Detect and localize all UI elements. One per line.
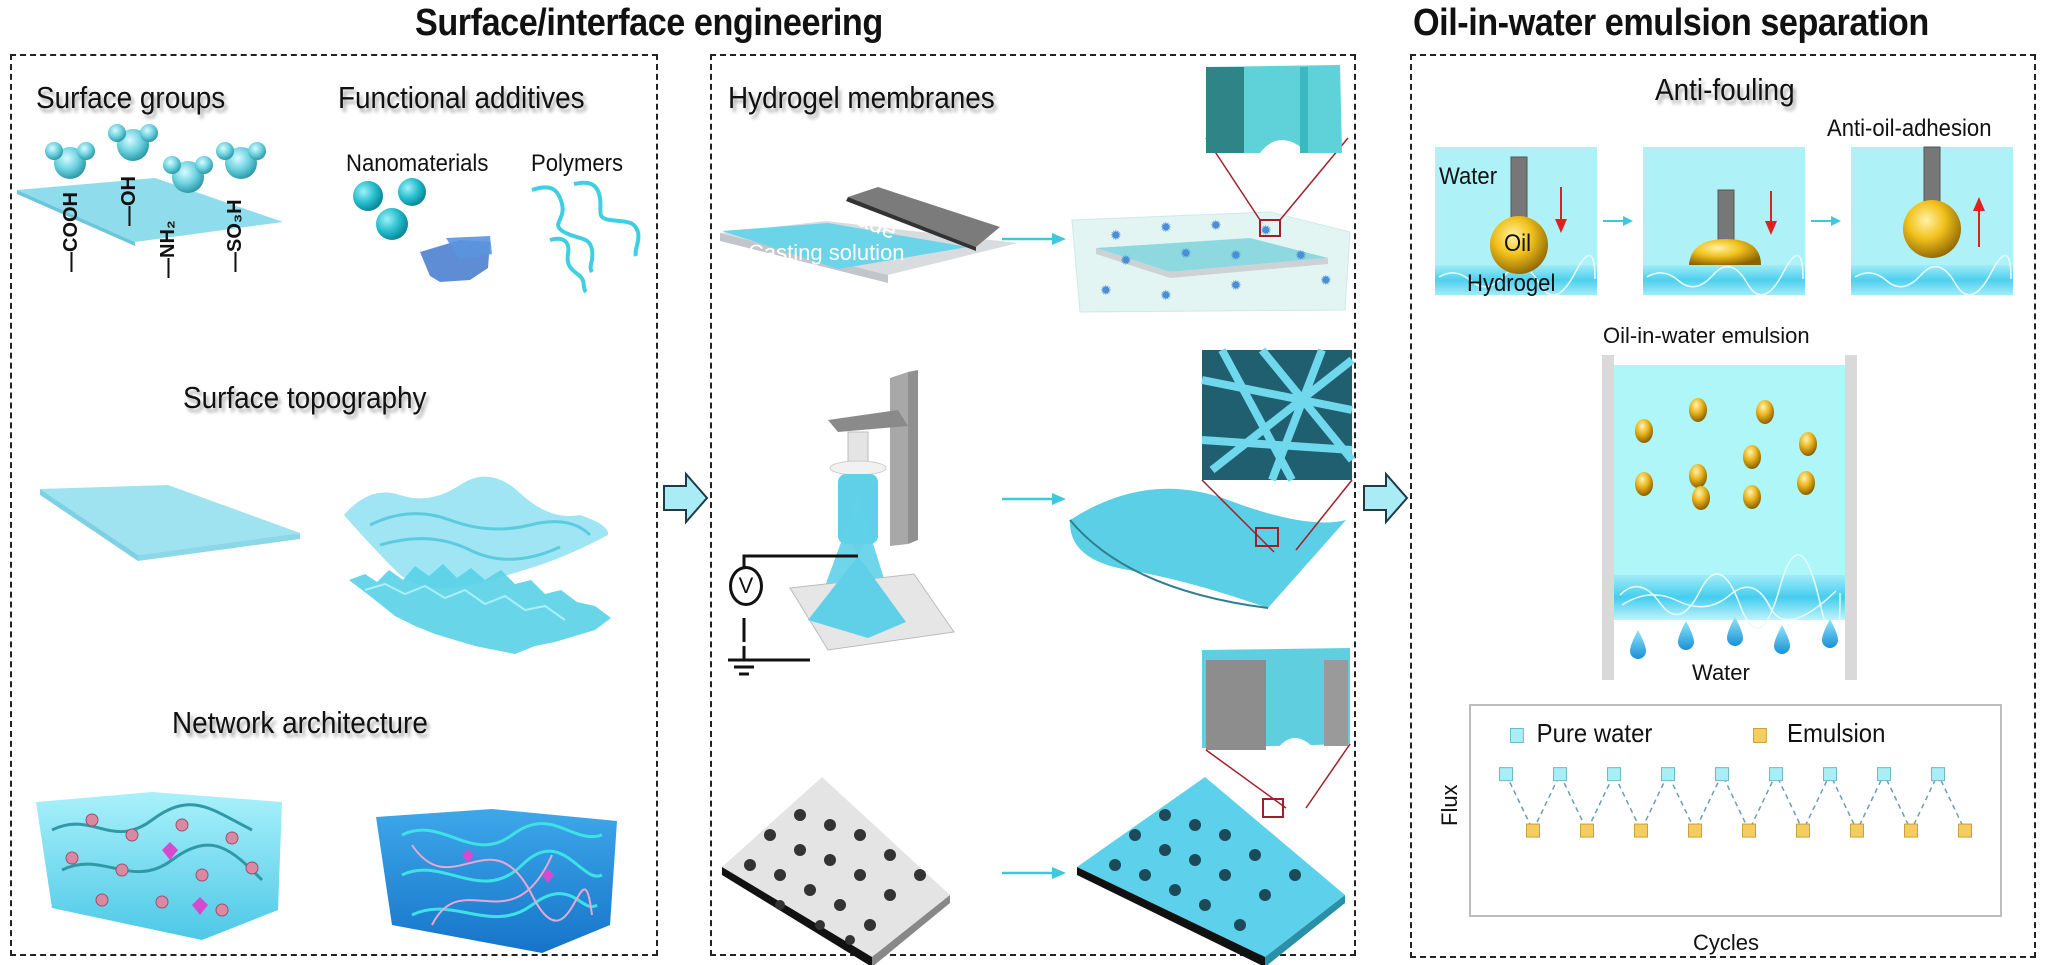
surface-groups-title: Surface groups (36, 80, 226, 115)
pure-water-flux-point (1715, 767, 1729, 782)
group-label-nh2: —NH₂ (157, 220, 179, 278)
pure-water-flux-point (1823, 767, 1837, 782)
pure-water-flux-point (1553, 767, 1567, 782)
functional-group-molecules-icon (45, 124, 266, 193)
emulsion-flux-point (1634, 823, 1648, 838)
legend-swatch-pure-water (1510, 727, 1524, 743)
flux-zigzag-line (1505, 772, 1966, 833)
process-arrow-icon (1002, 493, 1066, 505)
emulsion-flux-point (1958, 823, 1972, 838)
pure-water-flux-point (1877, 767, 1891, 782)
emulsion-flux-point (1526, 823, 1540, 838)
anti-fouling-step-1 (1435, 147, 1597, 296)
water-output-label: Water (1692, 660, 1750, 685)
pure-water-flux-point (1607, 767, 1621, 782)
pure-water-flux-point (1931, 767, 1945, 782)
porous-template-illustration (722, 777, 950, 965)
emulsion-flux-point (1850, 823, 1864, 838)
svg-text:✹: ✹ (1120, 253, 1132, 269)
hydrogel-label: Hydrogel (1467, 270, 1556, 297)
anti-fouling-sequence-illustration (1435, 146, 2013, 296)
header-oil-in-water-separation: Oil-in-water emulsion separation (1413, 2, 1929, 44)
svg-text:✹: ✹ (1100, 283, 1112, 299)
svg-text:✹: ✹ (1210, 218, 1222, 234)
emulsion-flux-point (1580, 823, 1594, 838)
electrospinning-illustration (728, 370, 955, 676)
emulsion-flux-point (1796, 823, 1810, 838)
nanoparticles-icon (353, 178, 492, 282)
rough-surface-illustration (349, 564, 611, 654)
process-arrow-icon (1002, 233, 1066, 245)
svg-text:✹: ✹ (1230, 248, 1242, 264)
wavy-surface-illustration (344, 476, 609, 589)
flux-chart (1499, 767, 1972, 838)
legend-label-pure-water: Pure water (1536, 718, 1653, 748)
panel-surface-engineering (10, 54, 658, 956)
double-network-hydrogel-illustration (376, 809, 617, 953)
oil-label: Oil (1504, 230, 1531, 257)
polymer-chains-icon (531, 180, 641, 294)
anti-oil-adhesion-label: Anti-oil-adhesion (1827, 115, 1992, 142)
polymers-label: Polymers (531, 150, 624, 177)
process-arrow-icon (1002, 867, 1066, 879)
anti-fouling-step-3 (1851, 146, 2013, 296)
surface-topography-title: Surface topography (183, 380, 427, 415)
legend-pure-water: Pure water (1510, 718, 1652, 749)
group-label-oh: —OH (118, 176, 140, 226)
emulsion-flux-point (1904, 823, 1918, 838)
legend-label-emulsion: Emulsion (1787, 718, 1886, 748)
panel-emulsion-separation (1410, 54, 2036, 958)
group-label-cooh: —COOH (60, 192, 82, 272)
flux-chart-frame (1469, 704, 2002, 917)
pore-zoom-illustration (1206, 65, 1342, 153)
header-surface-interface-engineering: Surface/interface engineering (415, 2, 883, 44)
svg-text:✹: ✹ (1160, 220, 1172, 236)
nanofiber-zoom-illustration (1201, 347, 1356, 553)
pure-water-flux-point (1769, 767, 1783, 782)
pure-water-flux-point (1661, 767, 1675, 782)
templated-hydrogel-membrane-illustration (1077, 777, 1345, 965)
functional-additives-title: Functional additives (338, 80, 585, 115)
emulsion-flux-point (1688, 823, 1702, 838)
svg-text:✹: ✹ (1230, 278, 1242, 294)
oil-in-water-emulsion-label: Oil-in-water emulsion (1603, 323, 1810, 348)
svg-text:✹: ✹ (1160, 288, 1172, 304)
voltage-source-icon: V (729, 566, 763, 606)
x-axis-label: Cycles (1693, 930, 1760, 955)
legend-swatch-emulsion (1753, 727, 1767, 743)
anti-fouling-step-2 (1643, 147, 1805, 296)
phase-inversion-bath-illustration: ✹✹✹✹ ✹✹✹✹ ✹✹✹✹ (1071, 137, 1351, 313)
flow-arrow-icon (663, 471, 709, 525)
flat-surface-illustration (40, 485, 300, 561)
panel-hydrogel-membranes (710, 54, 1356, 956)
emulsion-separation-illustration (1602, 355, 1857, 680)
svg-text:✹: ✹ (1180, 246, 1192, 262)
nanomaterials-label: Nanomaterials (346, 150, 489, 177)
single-network-hydrogel-illustration (36, 792, 282, 940)
water-label: Water (1439, 163, 1498, 190)
hydrogel-membranes-title: Hydrogel membranes (728, 80, 995, 115)
surface-slab-illustration (17, 178, 283, 246)
svg-text:✹: ✹ (1320, 273, 1332, 289)
group-label-so3h: —SO₃H (224, 199, 246, 272)
templated-pore-zoom-illustration (1202, 648, 1351, 809)
emulsion-flux-point (1742, 823, 1756, 838)
svg-text:✹: ✹ (1110, 228, 1122, 244)
y-axis-label: Flux (1437, 784, 1462, 826)
casting-solution-label: Casting solution (748, 240, 905, 265)
blade-casting-illustration (720, 187, 1018, 283)
pure-water-flux-point (1499, 767, 1513, 782)
legend-emulsion: Emulsion (1753, 718, 1885, 749)
network-architecture-title: Network architecture (172, 705, 428, 740)
flow-arrow-icon (1363, 471, 1409, 525)
anti-fouling-title: Anti-fouling (1655, 72, 1795, 107)
svg-text:✹: ✹ (1295, 248, 1307, 264)
